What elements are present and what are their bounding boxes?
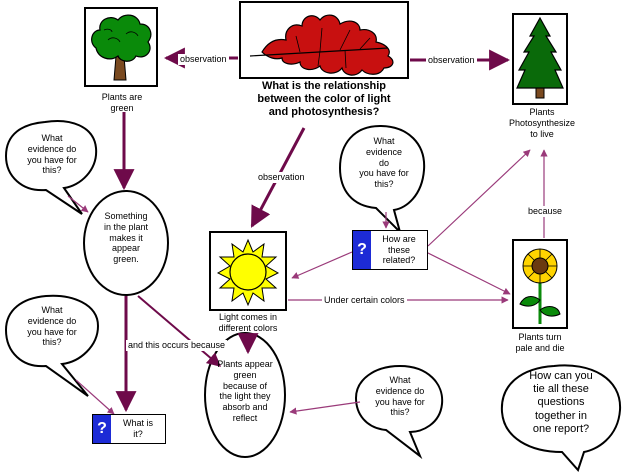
bubble-evidence-right: What evidence do you have for this? [375, 375, 425, 418]
question-mark-icon: ? [353, 231, 371, 269]
ellipse-something [83, 190, 169, 296]
link-observation-right: observation [426, 55, 477, 66]
link-because: because [526, 206, 565, 217]
node-photosynthesize: Plants Photosynthesize to live [508, 107, 576, 139]
link-under-certain-colors: Under certain colors [322, 295, 407, 306]
sunflower-icon [519, 248, 561, 324]
link-observation-center: observation [256, 172, 307, 183]
pine-tree-icon [516, 16, 564, 99]
how-related-text: How are these related? [382, 233, 416, 266]
link-and-this-occurs: and this occurs because [126, 340, 228, 351]
ellipse-plants-appear [204, 332, 286, 458]
question-how-related: ? How are these related? [352, 230, 428, 270]
node-light-colors: Light comes in different colors [218, 312, 278, 333]
arrow-related-to-pale [425, 251, 511, 295]
bubble-shape-left-bottom [4, 294, 100, 397]
bubble-shape-left-top [4, 120, 98, 215]
central-question: What is the relationship between the col… [257, 80, 391, 119]
arrow-bubble-right [289, 401, 361, 415]
bubble-shape-center [338, 124, 426, 236]
arrow-bubble-left-bottom [75, 379, 115, 415]
node-plants-green: Plants are green [101, 92, 143, 113]
bubble-tie-together: How can you tie all these questions toge… [529, 370, 593, 435]
tree-icon [91, 14, 152, 81]
arrow-related-to-photo [427, 149, 531, 247]
node-something-in-plant: Something in the plant makes it appear g… [103, 211, 149, 265]
bubble-evidence-left-top: What evidence do you have for this? [27, 133, 77, 176]
arrow-related-to-sun [291, 251, 353, 279]
node-plants-appear: Plants appear green because of the light… [217, 359, 273, 423]
node-plants-pale: Plants turn pale and die [515, 332, 565, 353]
bubble-shape-tie [500, 364, 622, 472]
question-mark-icon: ? [93, 415, 111, 443]
arrow-bubble-left-top [67, 195, 89, 213]
arrow-something-to-appear [137, 295, 222, 367]
what-is-it-text: What is it? [122, 418, 153, 439]
oak-leaf-icon [249, 14, 394, 76]
link-observation-left: observation [178, 54, 229, 65]
bubble-shape-right [354, 364, 444, 460]
bubble-evidence-left-bottom: What evidence do you have for this? [27, 305, 77, 348]
sun-icon [216, 238, 280, 307]
question-what-is-it: ? What is it? [92, 414, 166, 444]
bubble-evidence-center: What evidence do you have for this? [359, 136, 409, 190]
